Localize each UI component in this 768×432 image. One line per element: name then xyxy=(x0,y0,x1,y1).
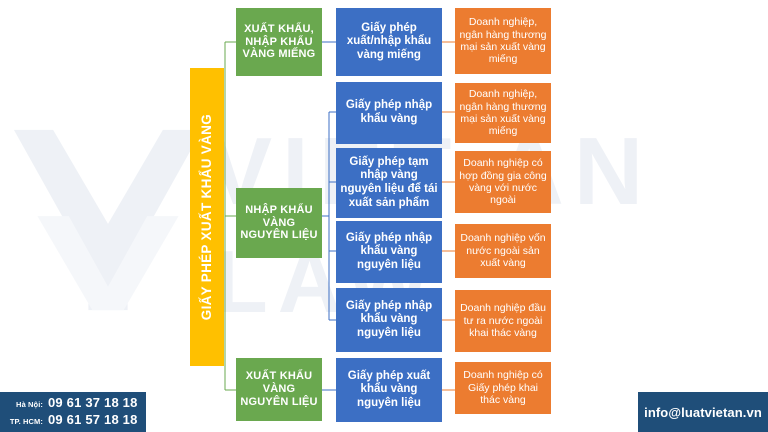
license-node-2-label: Giấy phép nhập khẩu vàng xyxy=(345,99,433,125)
subject-node-4-label: Doanh nghiệp vốn nước ngoài sản xuất vàn… xyxy=(460,232,546,270)
phone-row-hcm: TP. HCM: 09 61 57 18 18 xyxy=(6,412,140,429)
phone-contact-bar: Hà Nội: 09 61 37 18 18 TP. HCM: 09 61 57… xyxy=(0,392,146,432)
subject-node-6-label: Doanh nghiệp có Giấy phép khai thác vàng xyxy=(463,369,543,407)
subject-node-2-label: Doanh nghiệp, ngân hàng thương mại sản x… xyxy=(459,88,547,138)
category-node-3[interactable]: XUẤT KHẨU VÀNG NGUYÊN LIỆU xyxy=(236,358,322,421)
phone-label-hanoi: Hà Nội: xyxy=(16,400,43,409)
subject-node-4[interactable]: Doanh nghiệp vốn nước ngoài sản xuất vàn… xyxy=(455,224,551,278)
license-node-6[interactable]: Giấy phép xuất khẩu vàng nguyên liệu xyxy=(336,358,442,422)
license-node-6-label: Giấy phép xuất khẩu vàng nguyên liệu xyxy=(347,369,431,409)
category-node-1-label: XUẤT KHẨU, NHẬP KHẨU VÀNG MIẾNG xyxy=(242,22,316,61)
category-node-3-label: XUẤT KHẨU VÀNG NGUYÊN LIỆU xyxy=(240,370,318,408)
license-node-3-label: Giấy phép tạm nhập vàng nguyên liệu để t… xyxy=(340,155,438,209)
license-node-3[interactable]: Giấy phép tạm nhập vàng nguyên liệu để t… xyxy=(336,148,442,218)
category-node-2-label: NHẬP KHẨU VÀNG NGUYÊN LIỆU xyxy=(240,203,318,242)
subject-node-5-label: Doanh nghiệp đầu tư ra nước ngoài khai t… xyxy=(460,302,546,340)
email-contact-bar[interactable]: info@luatvietan.vn xyxy=(638,392,768,432)
license-node-1[interactable]: Giấy phép xuất/nhập khẩu vàng miếng xyxy=(336,8,442,76)
category-node-1[interactable]: XUẤT KHẨU, NHẬP KHẨU VÀNG MIẾNG xyxy=(236,8,322,76)
license-node-4-label: Giấy phép nhập khẩu vàng nguyên liệu xyxy=(345,231,433,271)
root-node[interactable]: GIẤY PHÉP XUẤT KHẨU VÀNG xyxy=(190,68,224,366)
phone-number-hanoi: 09 61 37 18 18 xyxy=(48,395,138,410)
phone-number-hcm: 09 61 57 18 18 xyxy=(48,412,138,427)
email-address-text: info@luatvietan.vn xyxy=(644,404,762,420)
subject-node-2[interactable]: Doanh nghiệp, ngân hàng thương mại sản x… xyxy=(455,83,551,143)
subject-node-1[interactable]: Doanh nghiệp, ngân hàng thương mại sản x… xyxy=(455,8,551,74)
chevron-logo-icon xyxy=(13,129,203,311)
subject-node-6[interactable]: Doanh nghiệp có Giấy phép khai thác vàng xyxy=(455,362,551,414)
subject-node-3[interactable]: Doanh nghiệp có hợp đồng gia công vàng v… xyxy=(455,151,551,213)
license-node-1-label: Giấy phép xuất/nhập khẩu vàng miếng xyxy=(346,21,432,61)
phone-row-hanoi: Hà Nội: 09 61 37 18 18 xyxy=(6,395,140,412)
license-node-4[interactable]: Giấy phép nhập khẩu vàng nguyên liệu xyxy=(336,221,442,283)
phone-label-hcm: TP. HCM: xyxy=(9,417,43,426)
subject-node-5[interactable]: Doanh nghiệp đầu tư ra nước ngoài khai t… xyxy=(455,290,551,352)
subject-node-1-label: Doanh nghiệp, ngân hàng thương mại sản x… xyxy=(459,16,547,66)
license-node-5[interactable]: Giấy phép nhập khẩu vàng nguyên liệu xyxy=(336,288,442,352)
subject-node-3-label: Doanh nghiệp có hợp đồng gia công vàng v… xyxy=(459,157,547,207)
license-node-5-label: Giấy phép nhập khẩu vàng nguyên liệu xyxy=(345,299,433,339)
license-node-2[interactable]: Giấy phép nhập khẩu vàng xyxy=(336,82,442,144)
root-node-label: GIẤY PHÉP XUẤT KHẨU VÀNG xyxy=(199,113,215,321)
category-node-2[interactable]: NHẬP KHẨU VÀNG NGUYÊN LIỆU xyxy=(236,188,322,258)
